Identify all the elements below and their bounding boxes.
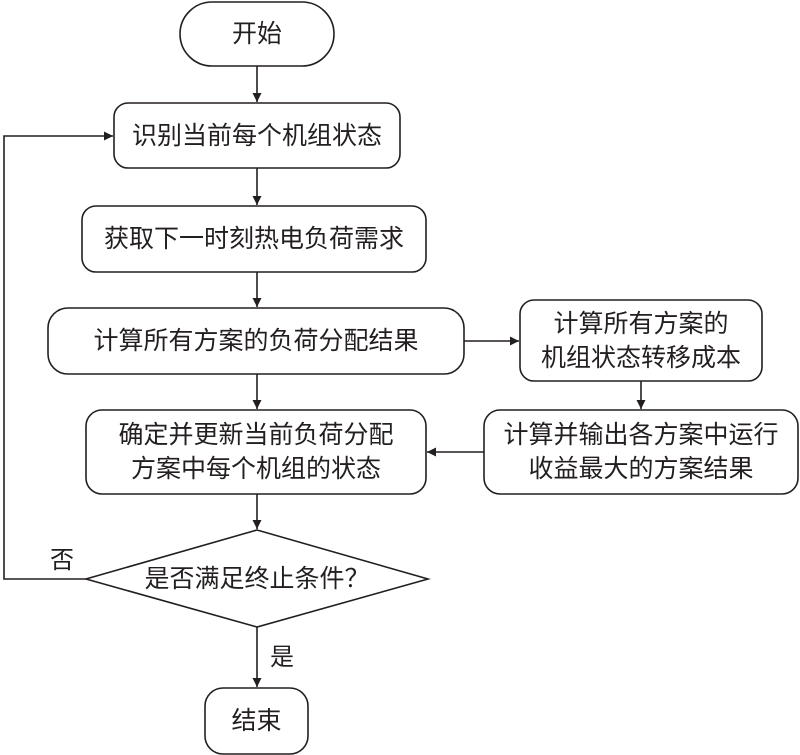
decision-node: 是否满足终止条件？: [86, 530, 428, 627]
compute-transition-cost-line2: 机组状态转移成本: [540, 342, 741, 372]
identify-state-node: 识别当前每个机组状态: [114, 103, 400, 168]
update-state-line2: 方案中每个机组的状态: [130, 454, 381, 483]
compute-transition-cost-node: 计算所有方案的 机组状态转移成本: [520, 300, 762, 381]
edge-label-yes: 是: [270, 643, 294, 671]
compute-allocation-node: 计算所有方案的负荷分配结果: [48, 308, 464, 374]
end-node-text: 结束: [231, 706, 282, 735]
acquire-demand-node: 获取下一时刻热电负荷需求: [82, 206, 426, 272]
identify-state-text: 识别当前每个机组状态: [131, 120, 382, 150]
compute-allocation-text: 计算所有方案的负荷分配结果: [93, 326, 419, 355]
start-node: 开始: [180, 2, 334, 66]
compute-output-line1: 计算并输出各方案中运行: [503, 420, 779, 449]
acquire-demand-text: 获取下一时刻热电负荷需求: [103, 224, 404, 253]
compute-output-node: 计算并输出各方案中运行 收益最大的方案结果: [484, 410, 798, 494]
decision-text: 是否满足终止条件？: [144, 563, 370, 593]
update-box-shape: [85, 409, 427, 495]
start-node-text: 开始: [231, 19, 282, 48]
edge-decision-identify-loop: [3, 131, 113, 580]
end-node: 结束: [205, 688, 308, 754]
update-state-node: 确定并更新当前负荷分配 方案中每个机组的状态: [86, 410, 426, 494]
update-state-line1: 确定并更新当前负荷分配: [118, 420, 394, 449]
acquire-box-shape: [81, 205, 427, 273]
edge-label-no: 否: [50, 546, 74, 574]
compute-output-line2: 收益最大的方案结果: [528, 454, 754, 483]
compute-transition-cost-line1: 计算所有方案的: [553, 308, 729, 338]
end-terminal-shape: [204, 687, 309, 755]
